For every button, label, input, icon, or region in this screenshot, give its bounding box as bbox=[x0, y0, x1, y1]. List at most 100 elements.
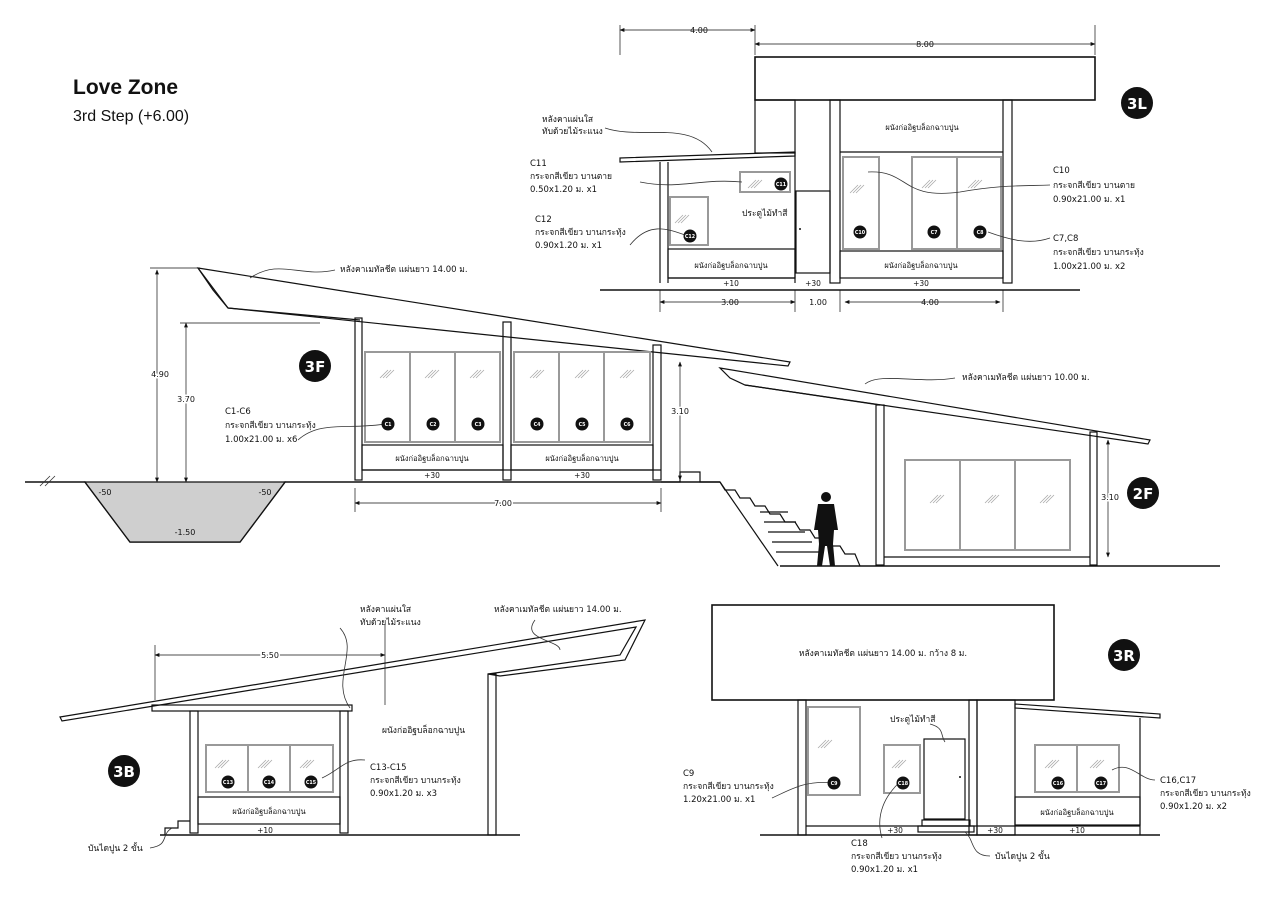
glass-hatch bbox=[214, 759, 224, 769]
window-tag-label: C1 bbox=[385, 422, 392, 428]
note-c12-size: 0.90x1.20 ม. x1 bbox=[535, 241, 602, 251]
glass-hatch bbox=[475, 369, 485, 379]
glass-hatch bbox=[1042, 494, 1052, 504]
column bbox=[875, 404, 885, 566]
note-c18-code: C18 bbox=[851, 839, 868, 849]
glass-hatch bbox=[987, 494, 997, 504]
window-tag bbox=[426, 417, 440, 431]
level-label: +30 bbox=[574, 471, 590, 480]
glass-hatch bbox=[1089, 759, 1099, 769]
window-tag bbox=[973, 225, 987, 239]
badge-label: 3L bbox=[1127, 95, 1147, 113]
glass-hatch bbox=[677, 214, 687, 224]
column bbox=[1002, 99, 1013, 284]
pond-level-bottom: -1.50 bbox=[175, 528, 196, 537]
window-tag-label: C13 bbox=[223, 780, 233, 786]
badge-label: 3F bbox=[305, 358, 326, 376]
window-tag bbox=[530, 417, 544, 431]
note-c12-code: C12 bbox=[535, 215, 552, 225]
glass-hatch bbox=[1092, 759, 1102, 769]
note-door: ประตูไม้ทำสี bbox=[890, 714, 936, 725]
note-c7c8-size: 1.00x21.00 ม. x2 bbox=[1053, 262, 1125, 272]
view-badge-3r bbox=[1108, 639, 1140, 671]
note-c16c17-size: 0.90x1.20 ม. x2 bbox=[1160, 802, 1227, 812]
window-tag bbox=[827, 776, 841, 790]
leader-line bbox=[864, 377, 956, 385]
note-c10-size: 0.90x21.00 ม. x1 bbox=[1053, 195, 1125, 205]
glass-hatch bbox=[535, 369, 545, 379]
glass-hatch bbox=[532, 369, 542, 379]
roof-underside bbox=[227, 307, 361, 321]
note-roof: หลังคาแผ่นใส bbox=[542, 114, 594, 125]
dim-label: 4.00 bbox=[690, 26, 708, 35]
glass-hatch bbox=[577, 369, 587, 379]
glass-hatch bbox=[263, 759, 273, 769]
window-tag-label: C11 bbox=[776, 182, 786, 188]
door bbox=[795, 190, 831, 274]
leader-line bbox=[249, 268, 336, 279]
note-c16c17-code: C16,C17 bbox=[1160, 776, 1196, 786]
note-c18-size: 0.90x1.20 ม. x1 bbox=[851, 865, 918, 875]
glass-hatch bbox=[929, 494, 939, 504]
glass-hatch bbox=[990, 494, 1000, 504]
note-c10-desc: กระจกสีเขียว บานตาย bbox=[1053, 180, 1135, 191]
window-tag-label: C12 bbox=[685, 234, 695, 240]
column bbox=[339, 710, 349, 834]
wall-label: ผนังก่ออิฐบล็อกฉาบปูน bbox=[395, 453, 468, 463]
leader-line bbox=[297, 423, 386, 441]
glass-hatch bbox=[382, 369, 392, 379]
level-label: +10 bbox=[723, 279, 739, 288]
glass-hatch bbox=[1045, 494, 1055, 504]
note-c9-desc: กระจกสีเขียว บานกระทุ้ง bbox=[683, 781, 774, 792]
glass-hatch bbox=[932, 494, 942, 504]
glass-hatch bbox=[1050, 759, 1060, 769]
dim-label: 8.00 bbox=[916, 40, 934, 49]
note-c16c17-desc: กระจกสีเขียว บานกระทุ้ง bbox=[1160, 788, 1251, 799]
column bbox=[968, 699, 978, 836]
level-label: +10 bbox=[257, 826, 273, 835]
wall-label: ผนังก่ออิฐบล็อกฉาบปูน bbox=[694, 260, 767, 270]
glass-hatch bbox=[430, 369, 440, 379]
lean-to-roof bbox=[1014, 703, 1161, 719]
window-tag-label: C4 bbox=[534, 422, 542, 428]
note-c1-c6-size: 1.00x21.00 ม. x6 bbox=[225, 435, 297, 445]
glass-hatch bbox=[924, 179, 934, 189]
view-badge-3f bbox=[299, 350, 331, 382]
leader-line bbox=[639, 180, 743, 186]
glass-hatch bbox=[973, 179, 983, 189]
glass-hatch bbox=[927, 179, 937, 189]
glass-hatch bbox=[753, 179, 763, 189]
note-c12-desc: กระจกสีเขียว บานกระทุ้ง bbox=[535, 227, 626, 238]
glass-hatch bbox=[472, 369, 482, 379]
wall-segment bbox=[976, 699, 1016, 836]
window-tag bbox=[774, 177, 788, 191]
note-c1-c6-code: C1-C6 bbox=[225, 407, 251, 417]
page-subtitle: 3rd Step (+6.00) bbox=[73, 108, 190, 125]
view-3r: หลังคาเมทัลชีต แผ่นยาว 14.00 ม. กว้าง 8 … bbox=[683, 604, 1251, 875]
window-tag bbox=[896, 776, 910, 790]
window-tag-label: C3 bbox=[475, 422, 482, 428]
window-tag bbox=[262, 775, 276, 789]
window-tag-label: C17 bbox=[1096, 781, 1106, 787]
column bbox=[652, 344, 662, 481]
column bbox=[502, 321, 512, 481]
door-knob bbox=[799, 228, 801, 230]
column bbox=[354, 317, 363, 481]
glass-hatch bbox=[305, 759, 315, 769]
note-c13-c15-code: C13-C15 bbox=[370, 763, 407, 773]
leader-line bbox=[604, 127, 713, 153]
roof-block bbox=[711, 604, 1055, 701]
leader-line bbox=[964, 831, 991, 857]
window-tag-label: C8 bbox=[977, 230, 985, 236]
note-roof: ทับด้วยไม้ระแนง bbox=[542, 126, 603, 137]
view-2f: 3.10 หลังคาเมทัลชีต แผ่นยาว 10.00 ม. 2F bbox=[661, 367, 1220, 567]
glass-hatch bbox=[1039, 494, 1049, 504]
glass-hatch bbox=[823, 739, 833, 749]
window-tag bbox=[304, 775, 318, 789]
window-tag bbox=[1094, 776, 1108, 790]
dim-label: 1.00 bbox=[809, 298, 827, 307]
note-roof: หลังคาเมทัลชีต แผ่นยาว 14.00 ม. bbox=[340, 264, 468, 275]
glass-hatch bbox=[220, 759, 230, 769]
window-tag bbox=[221, 775, 235, 789]
